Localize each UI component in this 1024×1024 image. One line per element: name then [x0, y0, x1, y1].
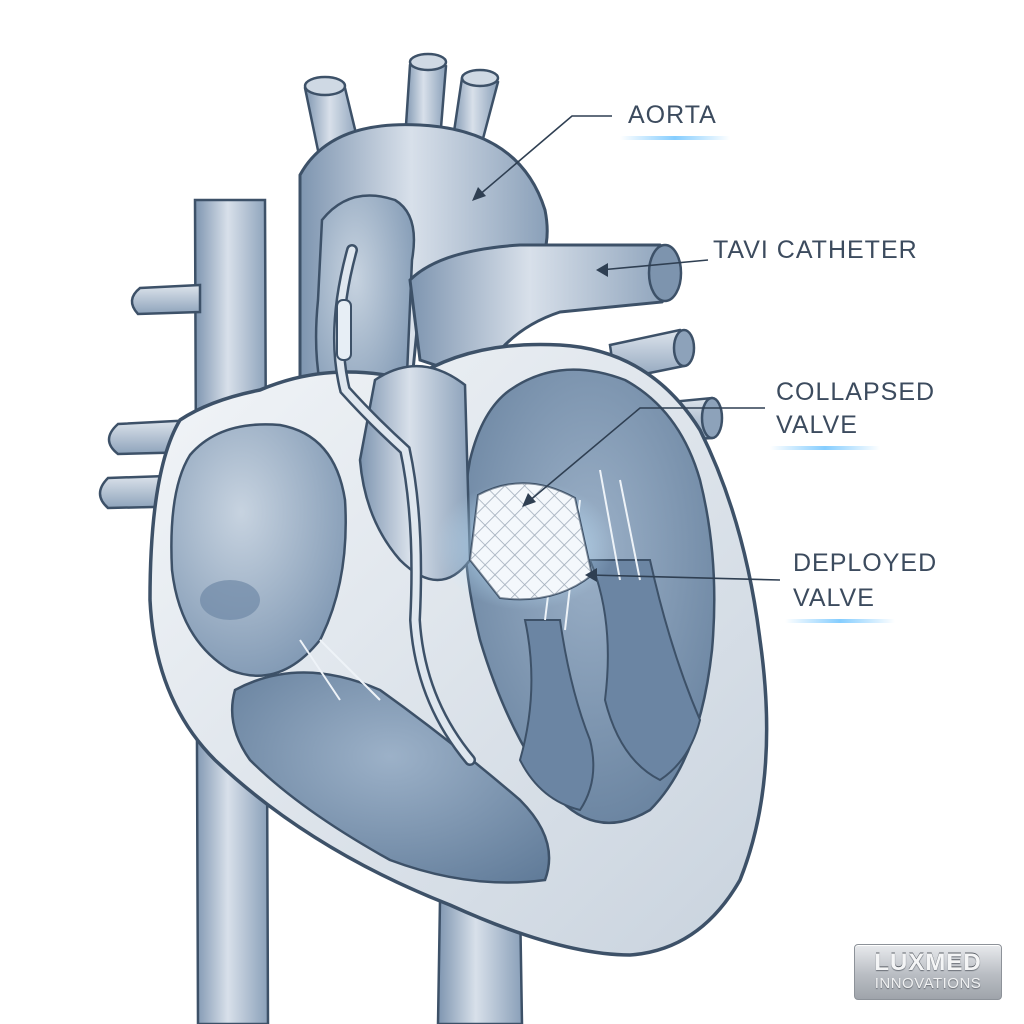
leader-deployed: [589, 574, 781, 581]
label-collapsed-valve-line1: COLLAPSED: [776, 378, 936, 406]
papillary-muscles: [518, 559, 702, 812]
logo-line1: LUXMED: [874, 949, 982, 976]
luxmed-logo: LUXMED INNOVATIONS: [854, 944, 1002, 1000]
right-atrium: [170, 423, 347, 677]
label-tavi-catheter: TAVI CATHETER: [713, 236, 918, 264]
leader-arrowheads: [472, 187, 608, 582]
right-ventricle: [230, 671, 551, 884]
label-deployed-valve-line1: DEPLOYED: [793, 549, 938, 577]
collapsed-valve-crimp: [336, 299, 352, 361]
leader-catheter: [599, 259, 709, 271]
pulmonary-opening: [647, 243, 683, 303]
atrium-shading: [200, 580, 260, 620]
leader-collapsed: [527, 407, 765, 503]
label-collapsed-glow: [770, 446, 880, 450]
label-collapsed-valve-line2: VALVE: [776, 411, 858, 439]
label-aorta-glow: [620, 136, 730, 140]
label-aorta: AORTA: [628, 101, 717, 129]
leader-lines: [477, 115, 781, 581]
label-deployed-glow: [785, 619, 895, 623]
leader-aorta: [477, 115, 612, 197]
logo-line2: INNOVATIONS: [874, 975, 982, 992]
label-deployed-valve-line2: VALVE: [793, 584, 875, 612]
